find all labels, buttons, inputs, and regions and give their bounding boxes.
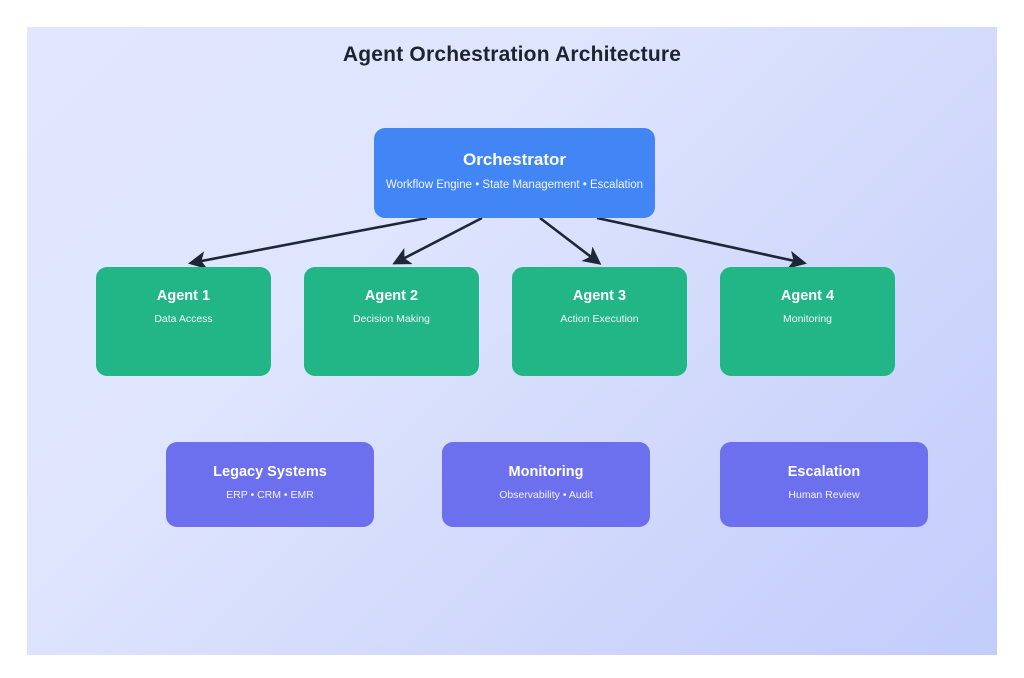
node-orchestrator-title: Orchestrator xyxy=(463,150,566,169)
node-orchestrator-subtitle: Workflow Engine • State Management • Esc… xyxy=(385,179,644,191)
node-agent-3[interactable]: Agent 3 Action Execution xyxy=(512,267,687,376)
node-monitoring-subtitle: Observability • Audit xyxy=(499,488,593,501)
node-agent-4-title: Agent 4 xyxy=(780,288,835,304)
node-escalation[interactable]: Escalation Human Review xyxy=(720,442,928,527)
node-orchestrator[interactable]: Orchestrator Workflow Engine • State Man… xyxy=(374,128,655,218)
diagram-panel: Agent Orchestration Architecture Orchest… xyxy=(27,27,997,655)
connector-orchestrator-agent-3 xyxy=(539,216,602,265)
node-agent-2-title: Agent 2 xyxy=(364,288,419,304)
node-agent-4[interactable]: Agent 4 Monitoring xyxy=(720,267,895,376)
node-agent-2[interactable]: Agent 2 Decision Making xyxy=(304,267,479,376)
node-agent-3-title: Agent 3 xyxy=(572,288,627,304)
page-title: Agent Orchestration Architecture xyxy=(342,43,682,66)
node-agent-4-subtitle: Monitoring xyxy=(782,312,833,325)
node-legacy-systems-title: Legacy Systems xyxy=(213,464,327,480)
node-agent-2-subtitle: Decision Making xyxy=(352,312,431,325)
connector-orchestrator-agent-4 xyxy=(596,216,807,269)
node-escalation-subtitle: Human Review xyxy=(788,488,860,501)
node-agent-1-title: Agent 1 xyxy=(156,288,211,304)
node-legacy-systems-subtitle: ERP • CRM • EMR xyxy=(226,488,314,501)
connector-orchestrator-agent-2 xyxy=(392,216,483,265)
node-agent-1-subtitle: Data Access xyxy=(154,312,213,325)
node-agent-1[interactable]: Agent 1 Data Access xyxy=(96,267,271,376)
node-escalation-title: Escalation xyxy=(787,464,861,480)
node-legacy-systems[interactable]: Legacy Systems ERP • CRM • EMR xyxy=(166,442,374,527)
node-monitoring-title: Monitoring xyxy=(508,464,584,480)
node-monitoring[interactable]: Monitoring Observability • Audit xyxy=(442,442,650,527)
node-agent-3-subtitle: Action Execution xyxy=(560,312,639,325)
connector-orchestrator-agent-1 xyxy=(188,216,428,270)
